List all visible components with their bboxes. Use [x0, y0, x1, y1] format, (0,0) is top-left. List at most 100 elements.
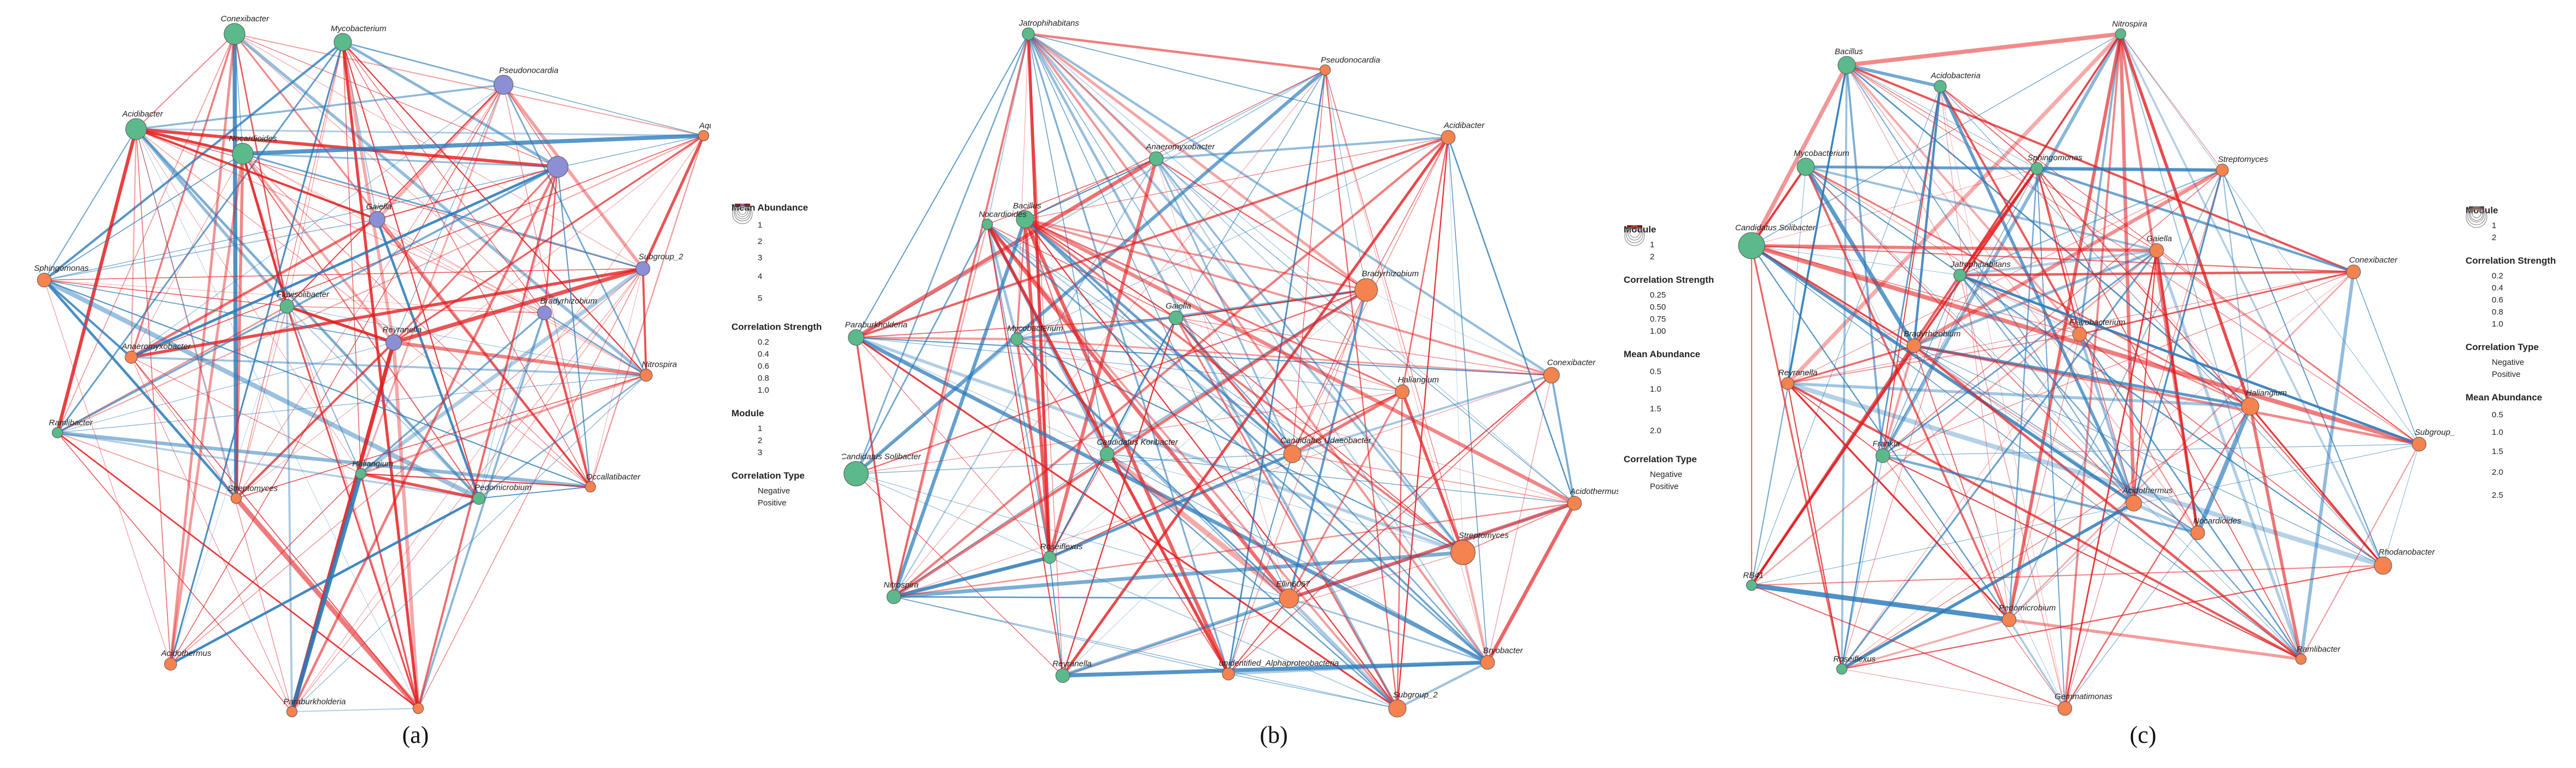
positive-edge	[44, 280, 171, 665]
negative-edge	[1750, 65, 1848, 586]
network-node	[2241, 397, 2259, 416]
positive-edge	[2118, 33, 2136, 504]
positive-edge	[242, 153, 647, 376]
negative-edge	[1959, 275, 2302, 660]
positive-edge	[242, 153, 545, 313]
negative-edge	[359, 267, 645, 475]
panel-caption-b: (b)	[1260, 722, 1288, 748]
legend-title: Module	[731, 408, 764, 418]
positive-edge	[169, 33, 236, 665]
positive-edge	[131, 357, 237, 499]
positive-edge	[393, 266, 644, 345]
network-node	[125, 118, 147, 140]
positive-edge	[1024, 137, 1449, 220]
negative-edge	[1959, 249, 2157, 277]
positive-edge	[2009, 334, 2080, 620]
positive-edge	[136, 127, 243, 155]
negative-edge	[43, 41, 344, 281]
positive-edge	[169, 153, 244, 665]
negative-edge	[1028, 33, 1108, 455]
positive-edge	[377, 219, 647, 376]
negative-edge	[893, 158, 1157, 597]
negative-edge	[1106, 453, 1488, 663]
positive-edge	[360, 473, 591, 488]
negative-edge	[1959, 275, 2384, 566]
positive-edge	[393, 135, 704, 344]
positive-edge	[893, 33, 1029, 597]
negative-edge	[1175, 69, 1326, 318]
positive-edge	[987, 224, 1063, 676]
network-node	[1395, 384, 1410, 399]
positive-edge	[242, 153, 591, 487]
network-node	[1354, 278, 1378, 302]
negative-edge	[1028, 33, 1403, 392]
negative-edge	[987, 224, 1050, 558]
network-node	[2295, 653, 2307, 665]
positive-edge	[1882, 455, 2302, 660]
edge-layer	[1749, 32, 2420, 709]
negative-edge	[1787, 381, 2384, 568]
positive-edge	[478, 268, 643, 499]
positive-edge	[1105, 452, 1291, 601]
positive-edge	[1062, 317, 1177, 676]
positive-edge	[1024, 218, 1403, 393]
network-node	[1441, 130, 1456, 145]
negative-edge	[856, 33, 1029, 338]
positive-edge	[1289, 375, 1552, 599]
positive-edge	[1913, 345, 2302, 660]
negative-edge	[1841, 502, 2135, 671]
positive-edge	[543, 312, 592, 487]
positive-edge	[1787, 382, 2010, 621]
positive-edge	[1156, 158, 1290, 599]
positive-edge	[856, 336, 1017, 341]
negative-edge	[854, 68, 1327, 475]
positive-edge	[503, 84, 558, 167]
negative-edge	[1841, 455, 1883, 670]
node-label: Streptomyces	[227, 484, 278, 493]
positive-edge	[1959, 167, 2038, 276]
positive-edge	[1787, 170, 2223, 384]
negative-edge	[1882, 454, 2198, 534]
node-label: Ramlibacter	[2297, 644, 2341, 654]
node-label: Conexibacter	[221, 14, 270, 24]
negative-edge	[1287, 289, 1368, 599]
node-layer: NitrospiraBacillusAcidobacteriaMycobacte…	[1735, 19, 2455, 716]
positive-edge	[1401, 391, 1465, 553]
positive-edge	[286, 84, 504, 307]
positive-edge	[2300, 444, 2420, 660]
positive-edge	[987, 158, 1157, 225]
node-label: Candidatus Udaeobacter	[1280, 436, 1372, 445]
positive-edge	[1882, 170, 2223, 456]
network-node	[369, 211, 385, 228]
node-label: Ellin6067	[1276, 579, 1310, 589]
network-graph-c: NitrospiraBacillusAcidobacteriaMycobacte…	[1735, 19, 2455, 716]
positive-edge	[417, 166, 559, 709]
positive-edge	[1396, 391, 1403, 709]
positive-edge	[136, 129, 292, 712]
positive-edge	[1751, 565, 2384, 586]
positive-edge	[131, 357, 292, 712]
legend-title: Mean Abundance	[2466, 392, 2543, 403]
negative-edge	[855, 224, 988, 474]
positive-edge	[360, 374, 647, 475]
positive-edge	[1805, 166, 2134, 504]
negative-edge	[2008, 168, 2038, 620]
negative-edge	[290, 473, 363, 713]
node-label: Haliangium	[352, 459, 393, 468]
positive-edge	[1841, 271, 2354, 670]
negative-edge	[1228, 661, 1488, 676]
negative-edge	[286, 306, 362, 474]
legend-module-block: Module 1 2 3	[731, 203, 822, 458]
positive-edge	[1028, 33, 1063, 676]
positive-edge	[2249, 405, 2384, 567]
positive-edge	[131, 357, 361, 474]
network-graph-b: JatrophihabitansPseudonocardiaAcidibacte…	[842, 19, 1618, 718]
network-node	[1168, 310, 1184, 325]
negative-edge	[893, 596, 1398, 709]
negative-edge	[1049, 557, 1063, 676]
positive-edge	[2007, 33, 2122, 620]
positive-edge	[2079, 334, 2198, 533]
positive-edge	[236, 306, 288, 499]
negative-edge	[1028, 33, 1575, 504]
network-node	[1222, 667, 1235, 680]
